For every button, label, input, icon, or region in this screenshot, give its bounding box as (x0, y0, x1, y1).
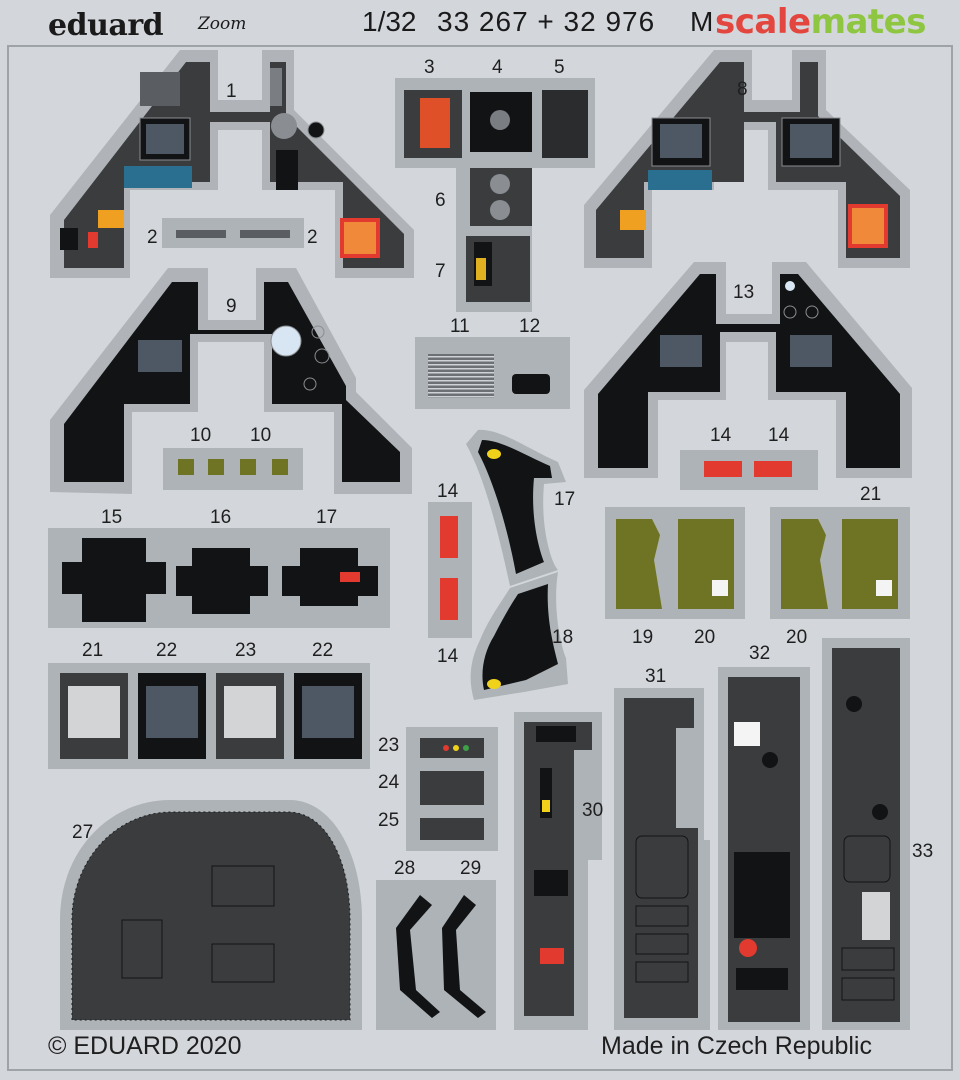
part-number-8: 8 (737, 79, 748, 100)
fret-frame (7, 45, 953, 1071)
part-number-10a: 10 (190, 425, 211, 446)
watermark-part1: scale (715, 2, 811, 42)
part-number-29: 29 (460, 858, 481, 879)
part-number-3: 3 (424, 57, 435, 78)
part-number-7: 7 (435, 261, 446, 282)
part-number-20a: 19 (632, 627, 653, 648)
part-number-22a: 21 (82, 640, 103, 661)
sheet-header: eduard Zoom 1/32 33 267 + 32 976 M scale… (0, 0, 960, 44)
part-8-main-panel (584, 50, 910, 268)
part-number-15: 15 (101, 507, 122, 528)
part-number-20b: 20 (786, 627, 807, 648)
part-number-23a: 22 (156, 640, 177, 661)
part-number-25: 24 (378, 772, 400, 793)
part-13-backing-panel (584, 262, 912, 478)
part-number-16: 16 (210, 507, 231, 528)
part-30-side-console (514, 712, 602, 1030)
part-number-22b: 23 (235, 640, 256, 661)
part-number-1: 1 (226, 81, 237, 102)
part-9-backing-panel (50, 268, 412, 494)
part-number-14d: 14 (437, 646, 459, 667)
part-number-14b: 14 (768, 425, 790, 446)
part-number-26: 25 (378, 810, 399, 831)
part-number-14a: 14 (710, 425, 732, 446)
origin-text: Made in Czech Republic (601, 1032, 872, 1060)
part-number-11: 11 (450, 316, 470, 337)
part-29-handle (442, 895, 486, 1018)
part-number-19: 18 (552, 627, 573, 648)
scale-label: 1/32 (362, 6, 417, 37)
part-3-7-centre-console (395, 78, 595, 312)
part-number-32: 32 (749, 643, 770, 664)
part-number-23b: 22 (312, 640, 333, 661)
part-number-33: 33 (912, 841, 933, 862)
part-number-2b: 2 (307, 227, 318, 248)
part-number-21b: 21 (860, 484, 881, 505)
part-20-21-left (605, 507, 745, 619)
part-number-13: 13 (733, 282, 754, 303)
part-number-24: 23 (378, 735, 399, 756)
part-14-right-strip (680, 450, 818, 490)
part-number-10b: 10 (250, 425, 271, 446)
watermark-part2: mates (810, 2, 927, 42)
part-number-14c: 14 (437, 481, 459, 502)
part-number-12: 12 (519, 316, 540, 337)
watermark-logo: scalemates (715, 0, 926, 44)
part-number-30: 30 (582, 800, 603, 821)
part-number-21a: 20 (694, 627, 715, 648)
brand-logo: eduard (48, 8, 164, 43)
part-number-4: 4 (492, 57, 503, 78)
part-32-side-console (718, 667, 810, 1030)
part-number-18: 17 (554, 489, 575, 510)
part-1-main-panel (50, 50, 414, 278)
part-28-handle (396, 895, 440, 1018)
part-20-21-right (770, 507, 910, 619)
part-number-17: 17 (316, 507, 337, 528)
part-27-dome-panel (60, 800, 362, 1030)
series-logo: Zoom (198, 14, 247, 34)
part-31-side-console (614, 688, 710, 1030)
product-codes: 33 267 + 32 976 (437, 6, 656, 37)
part-number-9: 9 (226, 296, 237, 317)
part-number-5: 5 (554, 57, 565, 78)
part-number-31: 31 (645, 666, 666, 687)
part-number-27: 27 (72, 822, 93, 843)
copyright-text: © EDUARD 2020 (48, 1032, 242, 1060)
part-33-side-console (822, 638, 910, 1030)
part-number-2a: 2 (147, 227, 158, 248)
part-number-6: 6 (435, 190, 446, 211)
model-name: M (690, 6, 714, 37)
part-number-28: 28 (394, 858, 415, 879)
